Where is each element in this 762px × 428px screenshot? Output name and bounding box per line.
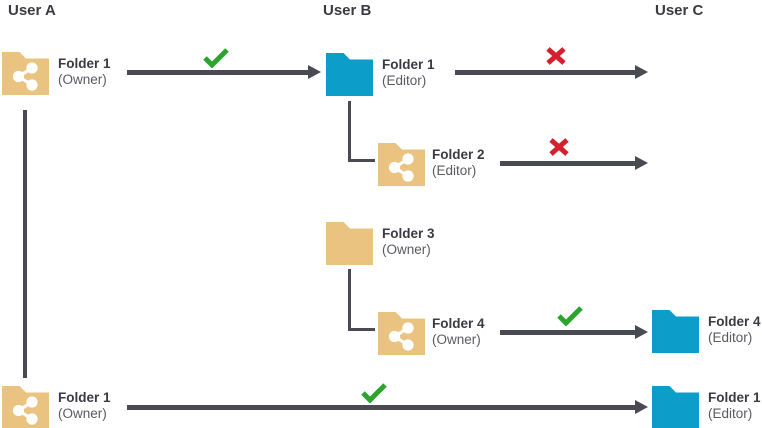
folder-name-label: Folder 4 [708, 314, 761, 329]
arrowhead-icon [308, 65, 321, 79]
tree-connector-line [348, 101, 351, 162]
shared-folder-icon [2, 52, 49, 95]
share-arrow [127, 405, 635, 410]
folder-role-label: (Editor) [382, 73, 427, 88]
folder-name-label: Folder 1 [382, 57, 435, 72]
folder-icon [326, 53, 373, 96]
check-icon [557, 306, 583, 326]
folder-label: Folder 3 (Owner) [382, 226, 435, 258]
folder-icon [652, 310, 699, 353]
check-icon [361, 383, 387, 403]
arrowhead-icon [635, 156, 648, 170]
cross-icon [546, 47, 566, 65]
tree-connector-line [348, 269, 351, 331]
tree-connector-line [23, 110, 27, 378]
share-arrow [500, 161, 635, 166]
folder-role-label: (Editor) [708, 330, 753, 345]
tree-connector-line [348, 328, 375, 331]
folder-role-label: (Owner) [432, 332, 481, 347]
arrowhead-icon [635, 325, 648, 339]
folder-icon [652, 386, 699, 428]
cross-icon [549, 138, 569, 156]
shared-folder-icon [2, 386, 49, 428]
share-arrow [127, 70, 308, 75]
folder-role-label: (Owner) [382, 242, 431, 257]
arrowhead-icon [635, 400, 648, 414]
folder-label: Folder 2 (Editor) [432, 147, 485, 179]
share-arrow [500, 330, 635, 335]
folder-label: Folder 1 (Editor) [382, 57, 435, 89]
folder-name-label: Folder 2 [432, 147, 485, 162]
check-icon [203, 48, 229, 68]
folder-label: Folder 1 (Owner) [58, 56, 111, 88]
folder-label: Folder 1 (Owner) [58, 390, 111, 422]
folder-name-label: Folder 1 [58, 390, 111, 405]
column-header-user-c: User C [655, 2, 704, 19]
column-header-user-a: User A [8, 2, 56, 19]
shared-folder-icon [378, 143, 425, 186]
folder-name-label: Folder 3 [382, 226, 435, 241]
folder-icon [326, 222, 373, 265]
folder-role-label: (Editor) [708, 406, 753, 421]
folder-name-label: Folder 1 [708, 390, 761, 405]
folder-name-label: Folder 4 [432, 316, 485, 331]
tree-connector-line [348, 159, 375, 162]
folder-role-label: (Owner) [58, 72, 107, 87]
folder-label: Folder 1 (Editor) [708, 390, 761, 422]
folder-name-label: Folder 1 [58, 56, 111, 71]
folder-label: Folder 4 (Owner) [432, 316, 485, 348]
folder-role-label: (Editor) [432, 163, 477, 178]
folder-label: Folder 4 (Editor) [708, 314, 761, 346]
arrowhead-icon [635, 65, 648, 79]
folder-role-label: (Owner) [58, 406, 107, 421]
share-arrow [455, 70, 635, 75]
shared-folder-icon [378, 312, 425, 355]
column-header-user-b: User B [323, 2, 372, 19]
